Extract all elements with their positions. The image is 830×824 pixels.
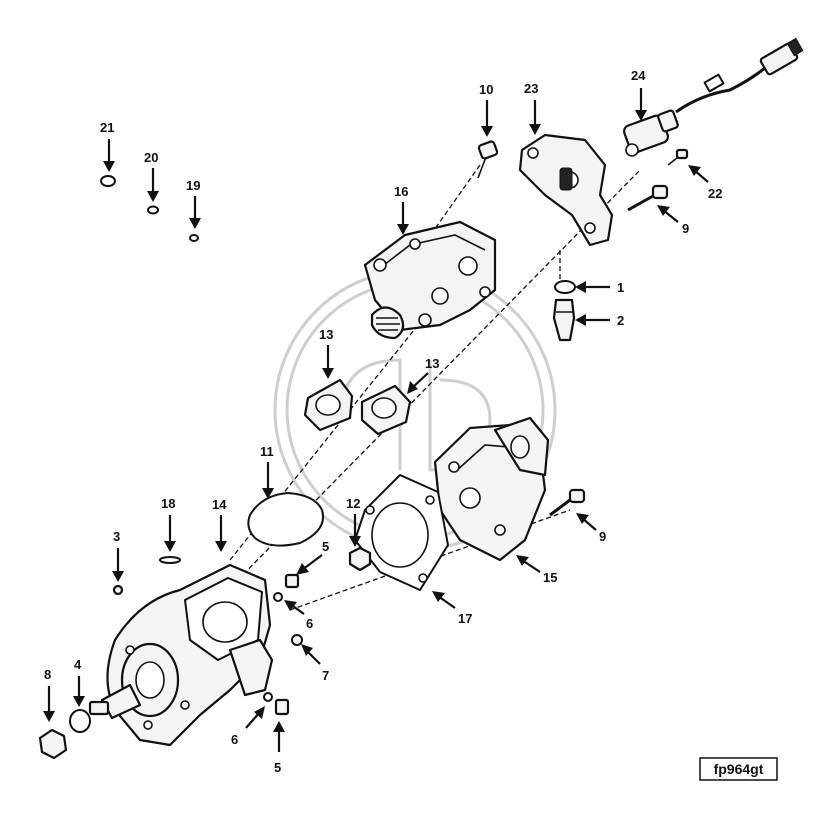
- callout-6b: 6: [231, 706, 265, 747]
- callout-label: 12: [346, 496, 360, 511]
- callout-19: 19: [186, 178, 201, 229]
- callout-label: 13: [319, 327, 333, 342]
- callout-label: 22: [708, 186, 722, 201]
- part-2-fitting: [552, 298, 576, 342]
- callout-label: 2: [617, 313, 624, 328]
- callout-label: 21: [100, 120, 114, 135]
- part-9-screw-upper: [627, 184, 669, 212]
- callout-13a: 13: [319, 327, 334, 379]
- callout-11: 11: [260, 444, 274, 499]
- callout-9b: 9: [576, 513, 606, 544]
- part-5-fitting-upper: [284, 573, 300, 589]
- callout-2: 2: [575, 313, 624, 328]
- callout-5b: 5: [273, 721, 285, 775]
- callout-label: 5: [322, 539, 329, 554]
- callout-20: 20: [144, 150, 159, 202]
- part-23-bracket: [518, 133, 614, 247]
- callout-label: 8: [44, 667, 51, 682]
- callout-9a: 9: [657, 205, 689, 236]
- part-22-screw: [667, 148, 689, 166]
- callout-label: 19: [186, 178, 200, 193]
- callout-5a: 5: [296, 539, 329, 575]
- callout-15: 15: [516, 555, 557, 585]
- part-7-seal: [291, 634, 303, 646]
- callout-17: 17: [432, 591, 472, 626]
- callout-label: 10: [479, 82, 493, 97]
- part-16-housing: [363, 220, 497, 340]
- callout-4: 4: [73, 657, 85, 707]
- callout-label: 17: [458, 611, 472, 626]
- callout-label: 18: [161, 496, 175, 511]
- callout-label: 13: [425, 356, 439, 371]
- part-20-oring: [147, 205, 159, 215]
- figure-reference-text: fp964gt: [714, 761, 764, 777]
- part-13-plunger-left: [303, 378, 354, 432]
- part-9-screw-lower: [549, 488, 586, 517]
- callout-label: 5: [274, 760, 281, 775]
- callout-label: 7: [322, 668, 329, 683]
- callout-label: 3: [113, 529, 120, 544]
- callout-23: 23: [524, 81, 541, 135]
- drive-shaft: [88, 683, 142, 720]
- part-14-main-body: [106, 563, 274, 747]
- part-15-pump-head: [433, 416, 550, 562]
- callout-21: 21: [100, 120, 115, 172]
- callout-18: 18: [161, 496, 176, 552]
- callout-label: 11: [260, 444, 274, 459]
- part-12-nut: [348, 546, 372, 572]
- callout-label: 6: [231, 732, 238, 747]
- callout-1: 1: [575, 280, 624, 295]
- callouts: 1 2 3 4 5 5 6: [43, 68, 722, 775]
- callout-label: 9: [599, 529, 606, 544]
- callout-13b: 13: [407, 356, 439, 394]
- part-10-screw: [477, 140, 499, 179]
- part-3-plug: [112, 584, 124, 596]
- part-19-oring: [189, 234, 199, 242]
- callout-6a: 6: [284, 600, 313, 631]
- callout-8: 8: [43, 667, 55, 722]
- part-11-gasket: [247, 492, 324, 547]
- callout-12: 12: [346, 496, 361, 547]
- callout-7: 7: [301, 644, 329, 683]
- part-17-plate: [354, 474, 449, 591]
- callout-label: 9: [682, 221, 689, 236]
- part-1-oring: [554, 280, 576, 294]
- callout-label: 20: [144, 150, 158, 165]
- callout-label: 24: [631, 68, 646, 83]
- callout-label: 1: [617, 280, 624, 295]
- callout-3: 3: [112, 529, 124, 582]
- callout-label: 15: [543, 570, 557, 585]
- callout-10: 10: [479, 82, 493, 137]
- part-18-pin: [159, 556, 181, 564]
- callout-14: 14: [212, 497, 227, 552]
- part-6-seal-upper: [273, 592, 283, 602]
- part-5-fitting-lower: [274, 698, 290, 716]
- callout-24: 24: [631, 68, 647, 121]
- part-13-plunger-right: [360, 384, 412, 436]
- callout-label: 6: [306, 616, 313, 631]
- part-24-sensor: [623, 37, 804, 157]
- callout-label: 23: [524, 81, 538, 96]
- callout-label: 14: [212, 497, 227, 512]
- part-21-oring: [100, 175, 116, 187]
- callout-label: 4: [74, 657, 82, 672]
- figure-reference-label: fp964gt: [699, 757, 778, 781]
- part-4-washer: [69, 709, 91, 733]
- part-6-seal-lower: [263, 692, 273, 702]
- callout-22: 22: [688, 165, 722, 201]
- part-8-nut: [38, 728, 68, 760]
- callout-16: 16: [394, 184, 409, 235]
- callout-label: 16: [394, 184, 408, 199]
